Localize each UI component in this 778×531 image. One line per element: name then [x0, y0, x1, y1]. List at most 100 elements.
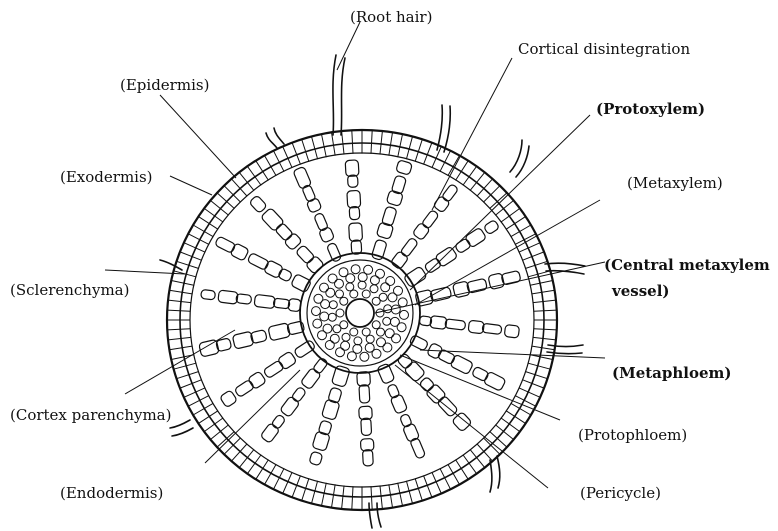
- stele-cell: [318, 331, 327, 340]
- cortex-cell: [359, 406, 373, 420]
- epidermal-cell-wall: [534, 310, 557, 311]
- cortex-cell: [220, 390, 238, 408]
- stele-cell: [379, 293, 387, 301]
- stele-cell: [384, 305, 392, 313]
- stele-cell: [376, 269, 385, 278]
- stele-cell: [377, 338, 386, 347]
- stele-cell: [377, 328, 385, 336]
- epidermal-cell-wall: [217, 432, 234, 448]
- stele-cell: [320, 312, 329, 321]
- stele-cell: [346, 283, 354, 291]
- cortex-cell: [201, 289, 216, 300]
- stele-cell: [351, 265, 360, 274]
- cortex-cell: [452, 412, 472, 433]
- epidermal-cell-wall: [398, 483, 403, 506]
- cortex-cell: [347, 190, 361, 208]
- epidermal-cell-wall: [463, 166, 477, 185]
- epidermal-cell-wall: [506, 411, 525, 424]
- epidermal-cell-wall: [332, 132, 336, 155]
- root-hair: [369, 503, 381, 528]
- epidermal-cell-wall: [167, 329, 190, 330]
- cortex-cell: [199, 339, 220, 357]
- stele-cell: [362, 290, 370, 298]
- epidermal-cell-wall: [371, 130, 372, 153]
- root-hair: [437, 105, 450, 152]
- cortex-cell: [390, 394, 408, 414]
- cortex-cell: [381, 206, 397, 226]
- epidermal-cell-wall: [533, 300, 556, 303]
- epidermal-cell-wall: [169, 290, 192, 294]
- cortex-cell: [391, 175, 406, 194]
- label-endodermis: (Endodermis): [60, 484, 163, 502]
- cortex-cell: [254, 294, 275, 308]
- leader-cortex-parenchyma: [125, 330, 235, 394]
- epidermal-cell-wall: [407, 137, 413, 159]
- cortex-cell: [247, 253, 269, 271]
- epidermal-cell-wall: [484, 438, 500, 454]
- epidermal-cell-wall: [199, 217, 218, 230]
- epidermal-cell-wall: [352, 130, 353, 153]
- label-root-hair: (Root hair): [350, 8, 432, 26]
- stele-cell: [370, 276, 379, 285]
- cortex-cell: [397, 353, 414, 370]
- epidermal-cell-wall: [352, 487, 353, 510]
- label-exodermis: (Exodermis): [60, 168, 153, 186]
- cortex-cell: [232, 331, 254, 349]
- label-central-metaxylem-line2: vessel): [611, 282, 670, 300]
- stele-cell: [312, 307, 321, 316]
- epidermal-cell-wall: [256, 460, 268, 479]
- cortex-cell: [273, 298, 290, 309]
- stele-cell: [397, 323, 406, 332]
- stele-cell: [364, 265, 373, 274]
- cortex-cell: [312, 357, 328, 374]
- cortex-cell: [412, 222, 430, 240]
- leader-epidermis: [160, 95, 236, 178]
- cortex-cell: [483, 219, 499, 234]
- sclerenchyma-outline: [190, 153, 534, 487]
- cortex-cell: [435, 246, 458, 267]
- cortex-cell: [275, 222, 294, 241]
- epidermal-cell-wall: [532, 346, 555, 350]
- stele-cell: [335, 279, 344, 288]
- epidermal-cell-wall: [534, 329, 557, 330]
- stele-cell: [392, 334, 401, 343]
- epidermal-cell-wall: [322, 134, 327, 157]
- leader-metaxylem: [415, 200, 600, 305]
- epidermal-cell-wall: [484, 186, 500, 202]
- cortex-cell: [321, 399, 340, 420]
- epidermal-cell-wall: [371, 487, 372, 510]
- epidermal-cell-wall: [171, 281, 194, 286]
- cortex-cell: [309, 451, 323, 466]
- cortex-cell: [230, 243, 249, 261]
- epidermal-cell-wall: [456, 161, 469, 180]
- cortex-parenchyma-chains: [199, 160, 521, 466]
- label-metaphloem: (Metaphloem): [612, 364, 732, 382]
- cortex-cell: [454, 238, 471, 254]
- stele-cell: [350, 328, 358, 336]
- cortex-cell: [345, 160, 359, 177]
- cortex-cell: [421, 210, 439, 230]
- label-cortex-parenchyma: (Cortex parenchyma): [10, 406, 171, 424]
- epidermal-cell-wall: [169, 346, 192, 350]
- stele-cell: [314, 294, 323, 303]
- epidermal-cell-wall: [312, 137, 318, 159]
- label-central-metaxylem-line1: (Central metaxylem: [604, 256, 770, 274]
- cortex-cell: [312, 431, 330, 451]
- epidermal-cell-wall: [342, 486, 344, 509]
- cortex-cell: [291, 386, 307, 403]
- cortex-cell: [400, 237, 419, 258]
- epidermal-cell-wall: [322, 483, 327, 506]
- label-protoxylem: (Protoxylem): [596, 100, 705, 118]
- epidermal-cell-wall: [490, 432, 507, 448]
- root-hair: [266, 128, 284, 148]
- epidermal-cell-wall: [380, 486, 382, 509]
- cortex-cell: [263, 360, 284, 379]
- epidermal-cell-wall: [380, 131, 382, 154]
- cortex-cell: [218, 290, 238, 304]
- epidermal-cell-wall: [398, 134, 403, 157]
- stele-cell: [333, 325, 341, 333]
- stele-cells: [312, 265, 409, 362]
- root-hair: [170, 420, 193, 436]
- cortex-cell: [300, 367, 321, 389]
